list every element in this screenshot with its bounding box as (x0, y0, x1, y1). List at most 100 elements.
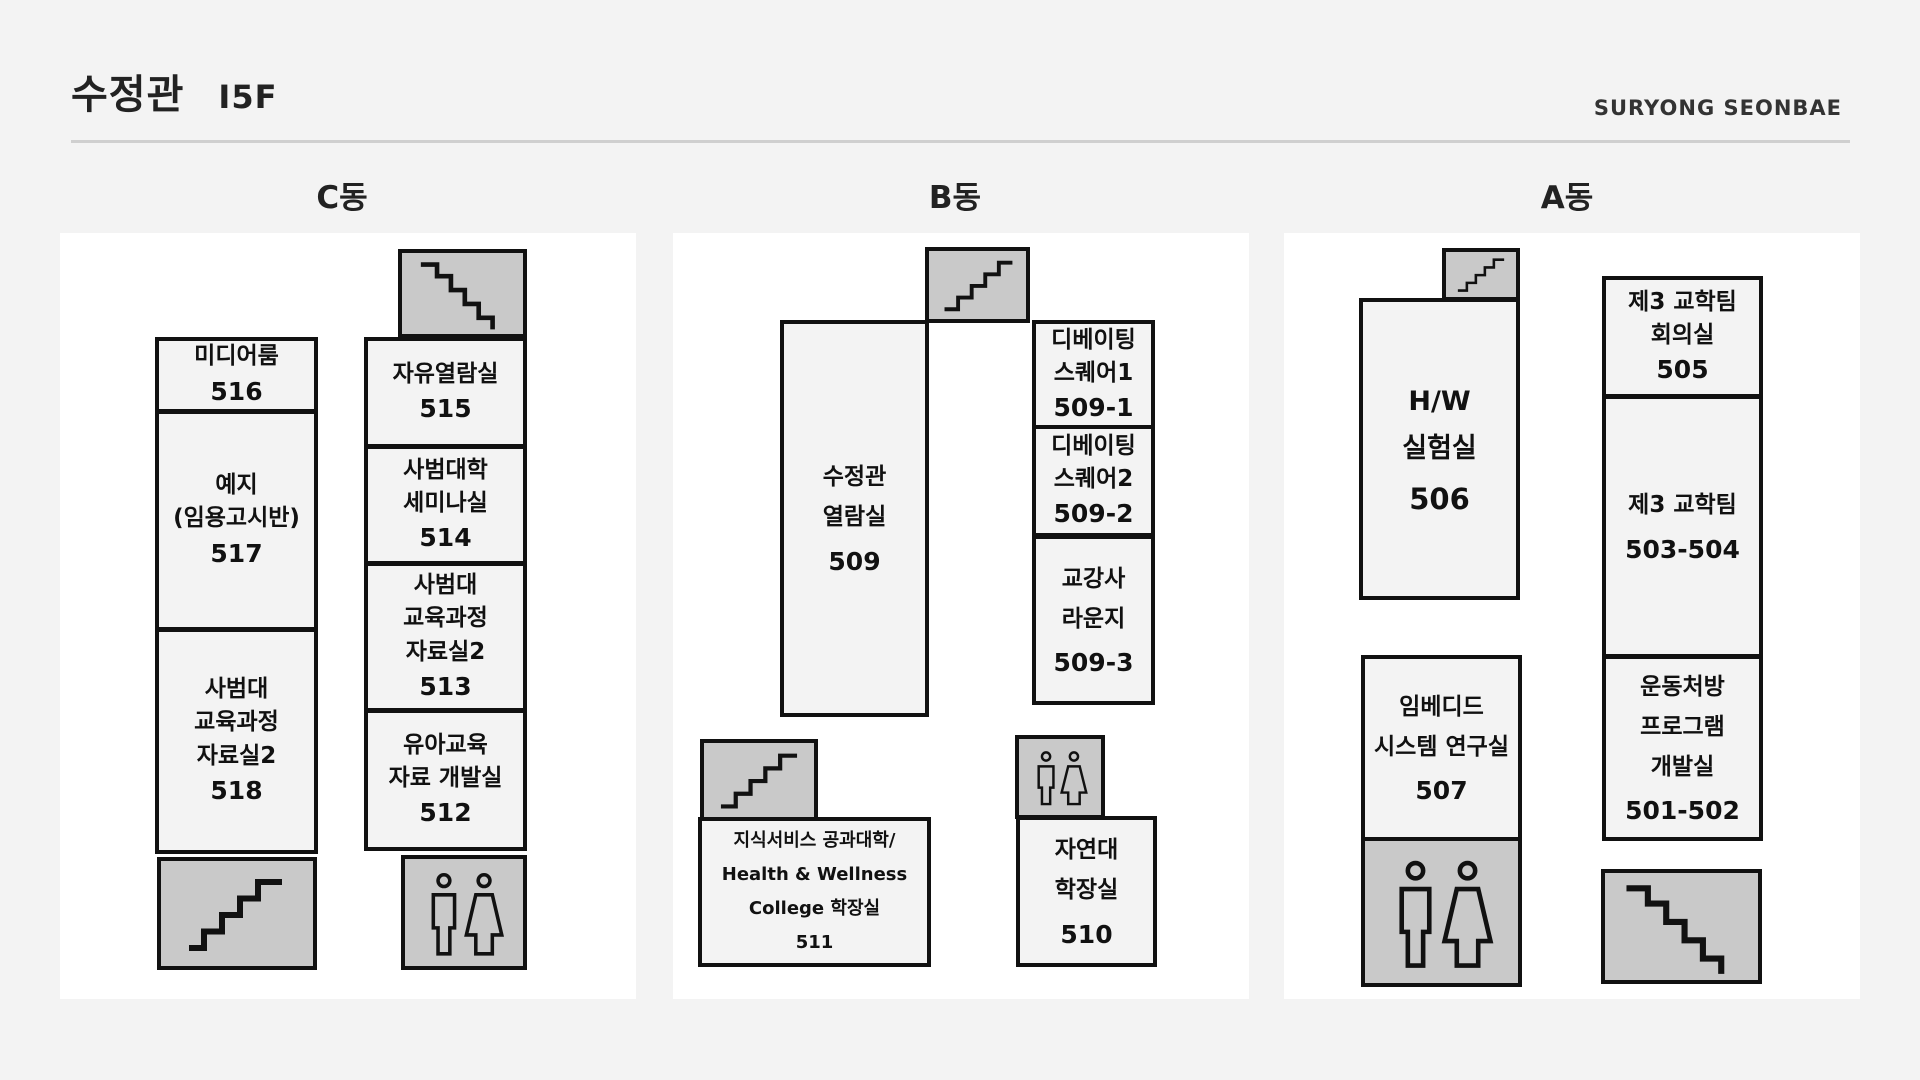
room-505[interactable]: 제3 교학팀 회의실 505 (1602, 276, 1763, 398)
stairs-b-bottom (700, 739, 818, 821)
room-name: 개발실 (1650, 754, 1715, 780)
room-name: 지식서비스 공과대학/ (733, 829, 896, 851)
room-number: 518 (210, 775, 263, 805)
stairs-icon (944, 260, 1013, 312)
room-name: 임베디드 (1399, 693, 1484, 720)
room-number: 509-2 (1053, 499, 1134, 529)
stairs-b-top (925, 247, 1030, 323)
room-name: 자유열람실 (392, 360, 499, 387)
floor-label: I5F (218, 78, 278, 116)
restroom-b (1015, 735, 1105, 819)
room-number: 511 (795, 932, 834, 954)
room-name: 실험실 (1402, 432, 1477, 464)
room-name: 스퀘어1 (1053, 359, 1134, 386)
room-510[interactable]: 자연대 학장실 510 (1016, 816, 1157, 967)
room-name: 스퀘어2 (1053, 465, 1134, 492)
room-513[interactable]: 사범대 교육과정 자료실2 513 (364, 562, 527, 712)
restroom-c (401, 855, 527, 970)
room-514[interactable]: 사범대학 세미나실 514 (364, 445, 527, 565)
room-number: 512 (419, 798, 472, 828)
restroom-icon (431, 872, 504, 956)
room-name: 예지 (215, 472, 258, 499)
building-a-panel: H/W 실험실 506 임베디드 시스템 연구실 507 제3 교학팀 회의실 … (1284, 233, 1860, 999)
room-name: 미디어룸 (194, 343, 279, 370)
building-name: 수정관 (71, 72, 185, 118)
stairs-c-left (157, 857, 317, 970)
room-name: Health & Wellness (721, 863, 908, 885)
room-number: 506 (1409, 482, 1470, 517)
room-name: 학장실 (1054, 877, 1119, 904)
room-number: 501-502 (1625, 796, 1740, 826)
room-501-502[interactable]: 운동처방 프로그램 개발실 501-502 (1602, 655, 1763, 841)
room-509-1[interactable]: 디베이팅 스퀘어1 509-1 (1032, 320, 1155, 430)
room-number: 509 (828, 546, 881, 576)
room-name: 자료실2 (196, 742, 277, 769)
room-name: 유아교육 (403, 731, 488, 758)
room-number: 505 (1656, 355, 1709, 385)
room-number: 513 (419, 671, 472, 701)
room-518[interactable]: 사범대 교육과정 자료실2 518 (155, 628, 318, 854)
room-name: 열람실 (822, 504, 887, 531)
room-name: 사범대학 (403, 456, 488, 483)
stairs-icon (1457, 258, 1505, 292)
restroom-a (1361, 837, 1522, 987)
room-name: 자료 개발실 (388, 764, 503, 791)
room-number: 515 (419, 394, 472, 424)
room-name: 운동처방 (1640, 673, 1725, 700)
room-name: 교강사 (1061, 565, 1126, 592)
building-b-panel: 수정관 열람실 509 디베이팅 스퀘어1 509-1 디베이팅 스퀘어2 50… (673, 233, 1249, 999)
room-509-2[interactable]: 디베이팅 스퀘어2 509-2 (1032, 425, 1155, 537)
room-name: H/W (1408, 385, 1471, 417)
room-number: 514 (419, 523, 472, 553)
room-507[interactable]: 임베디드 시스템 연구실 507 (1361, 655, 1522, 841)
room-517[interactable]: 예지 (임용고시반) 517 (155, 410, 318, 631)
room-509-3[interactable]: 교강사 라운지 509-3 (1032, 535, 1155, 705)
stairs-c-right (398, 249, 527, 338)
room-number: 510 (1060, 919, 1113, 949)
room-511[interactable]: 지식서비스 공과대학/ Health & Wellness College 학장… (698, 817, 931, 967)
room-number: 516 (210, 376, 263, 406)
restroom-icon (1399, 860, 1494, 968)
room-name: 자연대 (1054, 837, 1119, 864)
room-509[interactable]: 수정관 열람실 509 (780, 320, 929, 717)
room-name: 디베이팅 (1051, 432, 1136, 459)
room-name: 교육과정 (194, 709, 279, 736)
stairs-icon (1626, 885, 1725, 974)
room-number: 517 (210, 538, 263, 568)
room-name: 제3 교학팀 (1628, 288, 1737, 315)
room-name: 세미나실 (403, 489, 488, 516)
building-a-label: A동 (1540, 180, 1594, 216)
stairs-a-top (1442, 248, 1520, 301)
stairs-icon (189, 879, 282, 951)
room-515[interactable]: 자유열람실 515 (364, 337, 527, 448)
stairs-icon (720, 753, 798, 809)
room-512[interactable]: 유아교육 자료 개발실 512 (364, 709, 527, 851)
room-506[interactable]: H/W 실험실 506 (1359, 298, 1520, 600)
room-name: 시스템 연구실 (1374, 733, 1509, 760)
building-c-panel: 미디어룸 516 예지 (임용고시반) 517 사범대 교육과정 자료실2 51… (60, 233, 636, 999)
stairs-icon (420, 262, 495, 330)
room-503-504[interactable]: 제3 교학팀 503-504 (1602, 395, 1763, 658)
room-name: 교육과정 (403, 605, 488, 632)
room-name: 사범대 (413, 571, 478, 598)
brand-label: SURYONG SEONBAE (1593, 96, 1842, 120)
room-number: 503-504 (1625, 534, 1740, 564)
room-name: 라운지 (1061, 605, 1126, 632)
restroom-icon (1037, 751, 1088, 806)
room-name: 자료실2 (405, 638, 486, 665)
room-number: 509-3 (1053, 648, 1134, 678)
room-number: 507 (1415, 776, 1468, 806)
room-name: 제3 교학팀 (1628, 492, 1737, 519)
room-name: (임용고시반) (173, 505, 300, 532)
room-name: 디베이팅 (1051, 326, 1136, 353)
building-c-label: C동 (316, 180, 368, 216)
room-name: 프로그램 (1640, 713, 1725, 740)
stairs-a-bottom (1601, 869, 1762, 984)
room-number: 509-1 (1053, 393, 1134, 423)
room-name: 회의실 (1650, 321, 1715, 348)
header-divider (71, 140, 1850, 143)
room-name: College 학장실 (748, 898, 881, 919)
room-516[interactable]: 미디어룸 516 (155, 337, 318, 413)
room-name: 사범대 (204, 675, 269, 702)
room-name: 수정관 (822, 464, 887, 491)
